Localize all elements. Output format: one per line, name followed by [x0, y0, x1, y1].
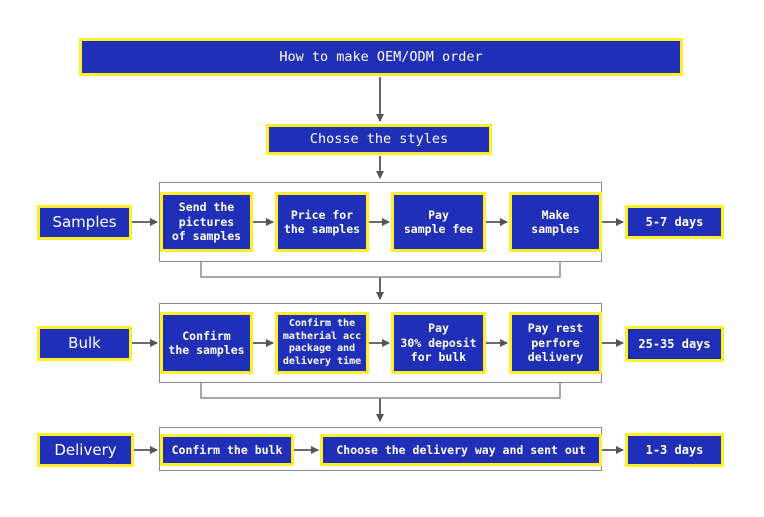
- styles-step: Chosse the styles: [266, 124, 492, 155]
- samples-duration: 5-7 days: [625, 205, 724, 239]
- bulk-step-pay-rest: Pay rest perfore delivery: [509, 312, 602, 374]
- bulk-stage-label: Bulk: [37, 326, 132, 361]
- samples-bracket: [200, 262, 561, 278]
- bulk-step-pay-deposit: Pay 30% deposit for bulk: [391, 312, 486, 374]
- bulk-step-confirm-samples: Confirm the samples: [160, 312, 253, 374]
- bulk-duration: 25-35 days: [625, 326, 724, 362]
- delivery-stage-label: Delivery: [37, 433, 134, 467]
- samples-step-price: Price for the samples: [275, 192, 369, 252]
- samples-step-make: Make samples: [509, 192, 602, 252]
- delivery-duration: 1-3 days: [625, 433, 724, 467]
- samples-stage-label: Samples: [37, 205, 132, 240]
- samples-step-send-pictures: Send the pictures of samples: [160, 192, 253, 252]
- bulk-step-confirm-material: Confirm the matherial acc package and de…: [275, 312, 369, 374]
- samples-step-pay-fee: Pay sample fee: [391, 192, 486, 252]
- diagram-title: How to make OEM/ODM order: [79, 38, 683, 76]
- delivery-step-choose-way: Choose the delivery way and sent out: [320, 434, 602, 466]
- delivery-step-confirm-bulk: Confirm the bulk: [160, 434, 294, 466]
- bulk-bracket: [200, 383, 561, 399]
